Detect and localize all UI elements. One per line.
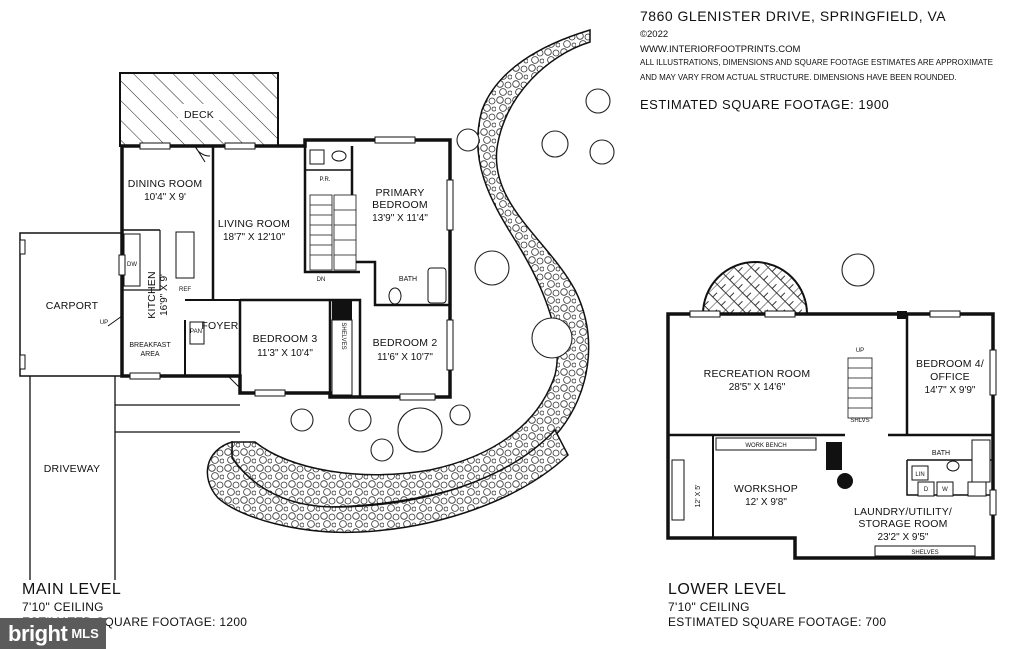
disclaimer-line-1: ALL ILLUSTRATIONS, DIMENSIONS AND SQUARE… [640,58,993,67]
carport-area [19,232,123,377]
breakfast-label-1: BREAKFAST [129,342,171,349]
primary-bedroom-name-1: PRIMARY [375,187,424,199]
washer-label: W [942,487,948,493]
breakfast-label-2: AREA [140,351,159,358]
bedroom-2-dim: 11'6" X 10'7" [377,352,433,363]
primary-bedroom-name-2: BEDROOM [372,199,428,211]
bright-mls-suffix: MLS [71,626,99,641]
lower-level-caption: LOWER LEVEL 7'10" CEILING ESTIMATED SQUA… [668,580,886,630]
workshop-name: WORKSHOP [734,483,798,495]
lower-level-ceiling: 7'10" CEILING [668,600,750,614]
lower-level-plan [666,261,997,560]
small-room-dim: 12' X 5' [695,485,702,508]
laundry-name-1: LAUNDRY/UTILITY/ [854,506,952,518]
driveway-label: DRIVEWAY [44,463,100,475]
bedroom-3-dim: 11'3" X 10'4" [257,348,313,359]
kitchen-name: KITCHEN [146,271,158,319]
powder-room-label: P.R. [320,177,331,183]
total-square-footage: ESTIMATED SQUARE FOOTAGE: 1900 [640,97,890,112]
living-room-dim: 18'7" X 12'10" [223,232,286,243]
workshop-dim: 12' X 9'8" [745,497,787,508]
bath-label: BATH [399,276,417,283]
address-title: 7860 GLENISTER DRIVE, SPRINGFIELD, VA [640,8,947,24]
main-level-title: MAIN LEVEL [22,581,122,598]
lower-up-label: UP [856,348,864,354]
stone-path [206,28,591,534]
carport-label: CARPORT [46,300,99,312]
bright-mls-brand: bright [8,620,68,646]
bedroom-4-name-1: BEDROOM 4/ [916,358,984,370]
lower-level-title: LOWER LEVEL [668,581,787,598]
lower-level-sqft: ESTIMATED SQUARE FOOTAGE: 700 [668,615,887,629]
linen-label: LIN [915,472,924,478]
lower-shelves-label: SHELVES [911,550,938,556]
dishwasher-label: DW [127,262,137,268]
recreation-room-name: RECREATION ROOM [704,368,811,380]
foyer-label: FOYER [201,320,238,332]
up-label: UP [100,320,108,326]
main-level-plan [19,72,454,580]
lower-level-labels: RECREATION ROOM 28'5" X 14'6" BEDROOM 4/… [695,348,984,556]
bedroom-4-name-2: OFFICE [930,371,970,383]
laundry-name-2: STORAGE ROOM [858,518,947,530]
main-level-labels: DECK DINING ROOM 10'4" X 9' LIVING ROOM … [44,109,438,475]
dining-room-name: DINING ROOM [128,178,203,190]
work-bench-label: WORK BENCH [745,443,786,449]
laundry-dim: 23'2" X 9'5" [878,532,929,543]
bedroom-2-name: BEDROOM 2 [373,337,438,349]
copyright-text: ©2022 [640,29,669,40]
dryer-label: D [924,487,929,493]
primary-bedroom-dim: 13'9" X 11'4" [372,213,428,224]
down-label: DN [317,277,326,283]
recreation-room-dim: 28'5" X 14'6" [729,382,786,393]
kitchen-dim: 16'9" X 9' [159,274,170,316]
living-room-name: LIVING ROOM [218,218,290,230]
shelves-label: SHELVES [340,322,346,349]
shrubs [290,88,875,462]
shlvs-label: SHLVS [850,418,869,424]
website-text: WWW.INTERIORFOOTPRINTS.COM [640,44,801,55]
bedroom-3-name: BEDROOM 3 [253,333,318,345]
lower-bath-label: BATH [932,450,950,457]
main-level-ceiling: 7'10" CEILING [22,600,104,614]
bedroom-4-dim: 14'7" X 9'9" [925,385,976,396]
deck-label: DECK [184,109,214,121]
dining-room-dim: 10'4" X 9' [144,192,186,203]
refrigerator-label: REF [179,287,191,293]
disclaimer-line-2: AND MAY VARY FROM ACTUAL STRUCTURE. DIME… [640,73,957,82]
pantry-label: PAN [190,329,202,335]
bright-mls-logo: bright MLS [0,618,106,649]
